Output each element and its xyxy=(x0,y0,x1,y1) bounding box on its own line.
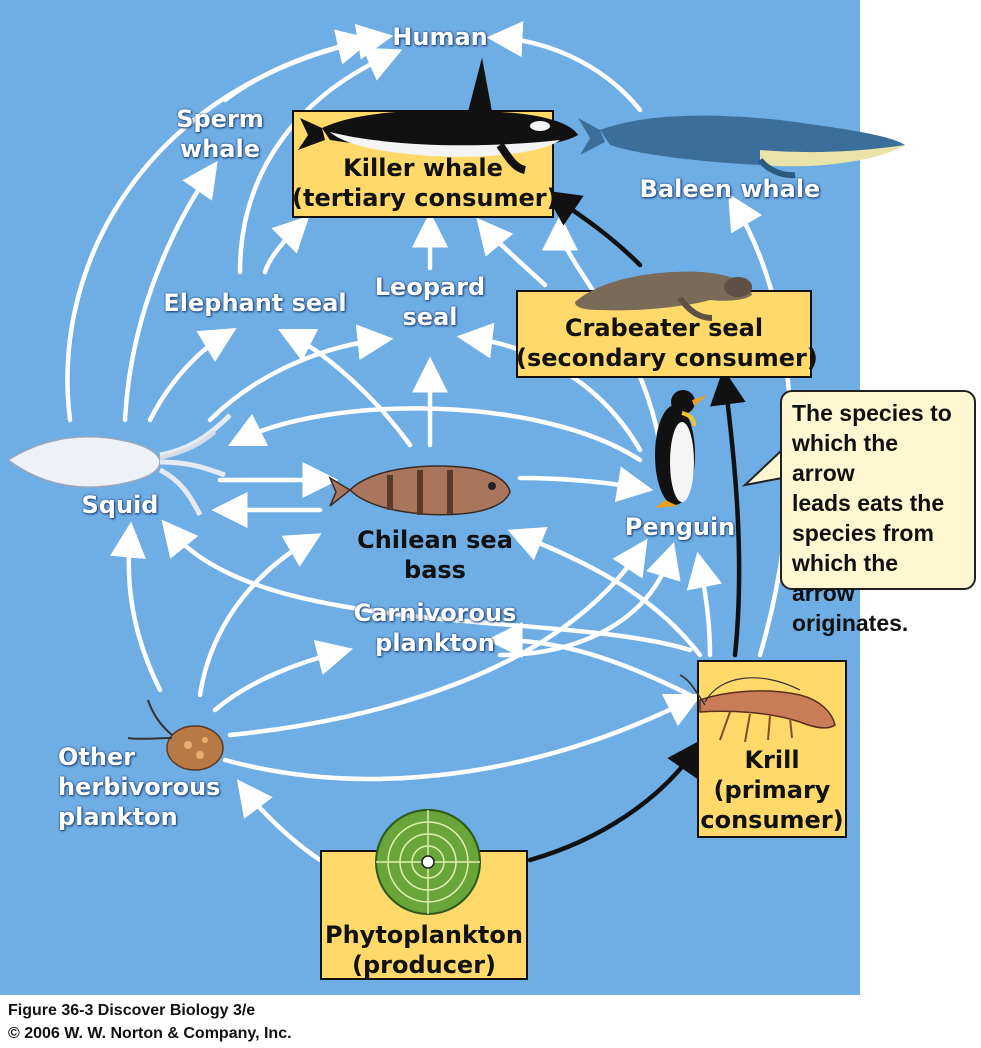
label-sperm-whale: Sperm whale xyxy=(160,104,280,164)
arrow-krill-to-penguin xyxy=(686,551,723,658)
fish-icon xyxy=(328,465,511,516)
callout-line6: originates. xyxy=(792,610,909,636)
label-carnivorous-plankton: Carnivorous plankton xyxy=(340,598,530,658)
callout-line3: leads eats the xyxy=(792,490,945,516)
arrow-herb-to-carnivorous xyxy=(212,639,354,713)
arrow-baleen-whale-to-human xyxy=(486,21,643,113)
label-killer-whale-line2: (tertiary consumer) xyxy=(292,184,558,212)
label-crabeater-line1: Crabeater seal xyxy=(564,314,764,342)
arrow-squid-to-elephant-seal xyxy=(147,328,237,423)
label-human: Human xyxy=(392,23,488,51)
label-herb-line1: Other xyxy=(58,743,136,771)
arrow-squid-to-leopard-seal xyxy=(207,324,394,423)
arrow-phyto-to-krill xyxy=(527,738,703,863)
arrow-bass-to-elephant-seal xyxy=(277,328,413,448)
highlighted-arrows xyxy=(527,190,746,863)
arrow-crabeater-to-killer-whale xyxy=(476,217,548,288)
label-leopard-seal-line1: Leopard xyxy=(374,273,486,301)
label-krill-line2: (primary xyxy=(713,776,831,804)
label-carnivorous-plankton-line2: plankton xyxy=(375,629,495,657)
arrow-bass-to-penguin xyxy=(517,466,654,503)
label-elephant-seal: Elephant seal xyxy=(163,289,347,317)
squid-icon xyxy=(6,413,232,517)
label-leopard-seal-line2: seal xyxy=(402,303,458,331)
label-sperm-whale-line2: whale xyxy=(180,135,260,163)
callout-line2: which the arrow xyxy=(792,430,899,486)
label-crabeater-line2: (secondary consumer) xyxy=(516,344,818,372)
arrow-crabeater-to-killer-whale-black xyxy=(543,190,643,268)
arrow-herb-to-krill xyxy=(222,693,703,782)
arrow-elephant-seal-to-human xyxy=(237,47,403,275)
label-phyto-line2: (producer) xyxy=(351,951,497,979)
label-killer-whale: Killer whale (tertiary consumer) xyxy=(292,153,558,213)
label-squid: Squid xyxy=(81,491,159,519)
callout-line5: which the arrow xyxy=(792,550,899,606)
arrow-krill-to-carnivorous xyxy=(486,622,693,698)
label-other-herbivorous-plankton: Other herbivorous plankton xyxy=(58,742,228,832)
arrow-penguin-to-squid xyxy=(227,406,643,463)
figure-caption: Figure 36-3 Discover Biology 3/e xyxy=(8,1002,256,1019)
label-penguin: Penguin xyxy=(624,513,736,541)
arrow-krill-to-crabeater xyxy=(710,368,746,658)
penguin-icon xyxy=(655,390,708,508)
arrow-squid-to-sperm-whale xyxy=(122,160,218,423)
baleen-whale-icon xyxy=(578,115,905,179)
arrow-elephant-seal-to-killer-whale xyxy=(262,215,310,275)
label-carnivorous-plankton-line1: Carnivorous xyxy=(353,599,517,627)
arrow-carnivorous-to-penguin xyxy=(497,542,681,658)
label-killer-whale-line1: Killer whale xyxy=(343,154,503,182)
label-herb-line2: herbivorous xyxy=(58,773,221,801)
arrow-sperm-whale-to-human xyxy=(222,23,394,103)
label-krill: Krill (primary consumer) xyxy=(697,745,847,835)
label-crabeater-seal: Crabeater seal (secondary consumer) xyxy=(516,313,818,373)
label-krill-line1: Krill xyxy=(744,746,800,774)
arrow-herb-to-bass xyxy=(197,533,322,698)
copyright-line: © 2006 W. W. Norton & Company, Inc. xyxy=(8,1025,292,1042)
callout-line4: species from xyxy=(792,520,934,546)
arrow-phyto-to-herb xyxy=(236,779,323,863)
label-sperm-whale-line1: Sperm xyxy=(176,105,264,133)
arrow-krill-to-squid xyxy=(161,519,693,653)
label-phytoplankton: Phytoplankton (producer) xyxy=(320,920,528,980)
arrow-krill-to-bass xyxy=(507,527,703,658)
arrow-herb-to-penguin xyxy=(227,538,648,738)
plankton-icon xyxy=(127,699,224,771)
label-bass-line1: Chilean sea xyxy=(357,526,513,554)
label-phyto-line1: Phytoplankton xyxy=(325,921,523,949)
label-chilean-sea-bass: Chilean sea bass xyxy=(335,525,535,585)
arrow-herb-to-squid xyxy=(110,521,163,693)
label-baleen-whale: Baleen whale xyxy=(639,175,821,203)
label-leopard-seal: Leopard seal xyxy=(365,272,495,332)
explanation-callout: The species to which the arrow leads eat… xyxy=(780,390,976,636)
callout-line1: The species to xyxy=(792,400,952,426)
label-bass-line2: bass xyxy=(404,556,466,584)
label-herb-line3: plankton xyxy=(58,803,178,831)
label-krill-line3: consumer) xyxy=(700,806,844,834)
